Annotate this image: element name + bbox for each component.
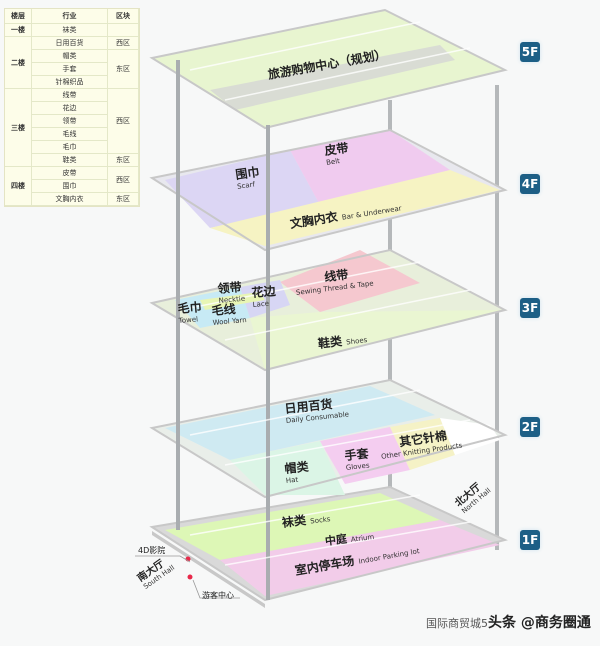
legend-row: 针棉织品 xyxy=(5,75,139,89)
floor-legend-table: 楼层 行业 区块 一楼 袜类 二楼 日用百货 西区 帽类 东区 手套 针棉织品 … xyxy=(4,8,140,207)
legend-header-floor: 楼层 xyxy=(5,9,32,24)
floor-badge-2f: 2F xyxy=(520,417,540,437)
legend-industry: 针棉织品 xyxy=(31,75,108,89)
legend-industry: 领带 xyxy=(31,114,108,128)
zone-visitor-center: 游客中心 xyxy=(202,591,234,600)
legend-zone: 东区 xyxy=(107,49,139,89)
zone-label-zh: 围巾 xyxy=(234,164,261,182)
zone-label-zh: 鞋类 xyxy=(317,334,343,351)
legend-row: 毛巾 xyxy=(5,140,139,154)
legend-row: 鞋类 东区 xyxy=(5,153,139,167)
floor-badge-4f: 4F xyxy=(520,174,540,194)
legend-row: 帽类 东区 xyxy=(5,49,139,89)
floor-1f-plate xyxy=(149,485,508,608)
zone-label-zh: 皮带 xyxy=(323,140,350,158)
legend-industry: 花边 xyxy=(31,101,108,115)
leader-visitor-center xyxy=(192,579,240,599)
legend-row: 一楼 袜类 xyxy=(5,23,139,37)
legend-industry: 鞋类 xyxy=(31,153,108,167)
legend-industry: 线带 xyxy=(31,88,108,102)
zone-label-en: Socks xyxy=(309,515,331,526)
floor-4f-plate xyxy=(149,128,508,252)
legend-header-industry: 行业 xyxy=(31,9,108,24)
legend-row: 三楼 线带 西区 xyxy=(5,88,139,167)
legend-row: 花边 xyxy=(5,101,139,115)
zone-label-zh: 中庭 xyxy=(324,532,348,548)
legend-row: 四楼 皮带 西区 xyxy=(5,166,139,206)
legend-header-zone: 区块 xyxy=(107,9,139,24)
legend-zone: 西区 xyxy=(107,36,139,50)
legend-floor: 一楼 xyxy=(5,23,32,37)
legend-industry: 毛巾 xyxy=(31,140,108,154)
legend-industry: 日用百货 xyxy=(31,36,108,50)
floor-badge-1f: 1F xyxy=(520,530,540,550)
legend-row: 围巾 xyxy=(5,179,139,193)
zone-4d-cinema: 4D影院 xyxy=(138,546,166,555)
legend-zone xyxy=(107,23,139,37)
legend-row: 毛线 xyxy=(5,127,139,141)
zone-label-en: Shoes xyxy=(345,335,368,347)
floor-2f-plate xyxy=(149,378,508,499)
floor-grid-lines xyxy=(189,21,471,566)
watermark-brand: 头条 @商务圈通 xyxy=(488,615,591,631)
floor-badge-3f: 3F xyxy=(520,298,540,318)
legend-zone: 西区 xyxy=(107,166,139,193)
legend-industry: 围巾 xyxy=(31,179,108,193)
legend-row: 二楼 日用百货 西区 xyxy=(5,36,139,89)
zone-label-en: Atrium xyxy=(350,533,375,544)
watermark: 国际商贸城5头条 @商务圈通 xyxy=(426,612,591,632)
legend-floor: 二楼 xyxy=(5,36,32,89)
legend-row: 领带 xyxy=(5,114,139,128)
marker-visitor-center xyxy=(187,574,193,580)
legend-zone: 西区 xyxy=(107,88,139,154)
legend-industry: 皮带 xyxy=(31,166,108,180)
legend-zone: 东区 xyxy=(107,153,139,167)
legend-floor: 四楼 xyxy=(5,166,32,206)
leader-4d-cinema xyxy=(135,555,191,563)
watermark-caption: 国际商贸城5 xyxy=(426,617,488,630)
zone-label-zh: 毛巾 xyxy=(177,299,203,316)
legend-industry: 帽类 xyxy=(31,49,108,63)
legend-zone: 东区 xyxy=(107,192,139,206)
legend-industry: 手套 xyxy=(31,62,108,76)
legend-industry: 毛线 xyxy=(31,127,108,141)
zone-label-zh: 花边 xyxy=(251,283,277,300)
legend-floor: 三楼 xyxy=(5,88,32,167)
legend-row: 文胸内衣 东区 xyxy=(5,192,139,206)
floor-3f-plate xyxy=(149,248,508,372)
floor-badge-5f: 5F xyxy=(520,42,540,62)
legend-industry: 袜类 xyxy=(31,23,108,37)
legend-industry: 文胸内衣 xyxy=(31,192,108,206)
zone-label-zh: 帽类 xyxy=(283,459,310,476)
legend-row: 手套 xyxy=(5,62,139,76)
zone-label-zh: 袜类 xyxy=(281,513,307,530)
